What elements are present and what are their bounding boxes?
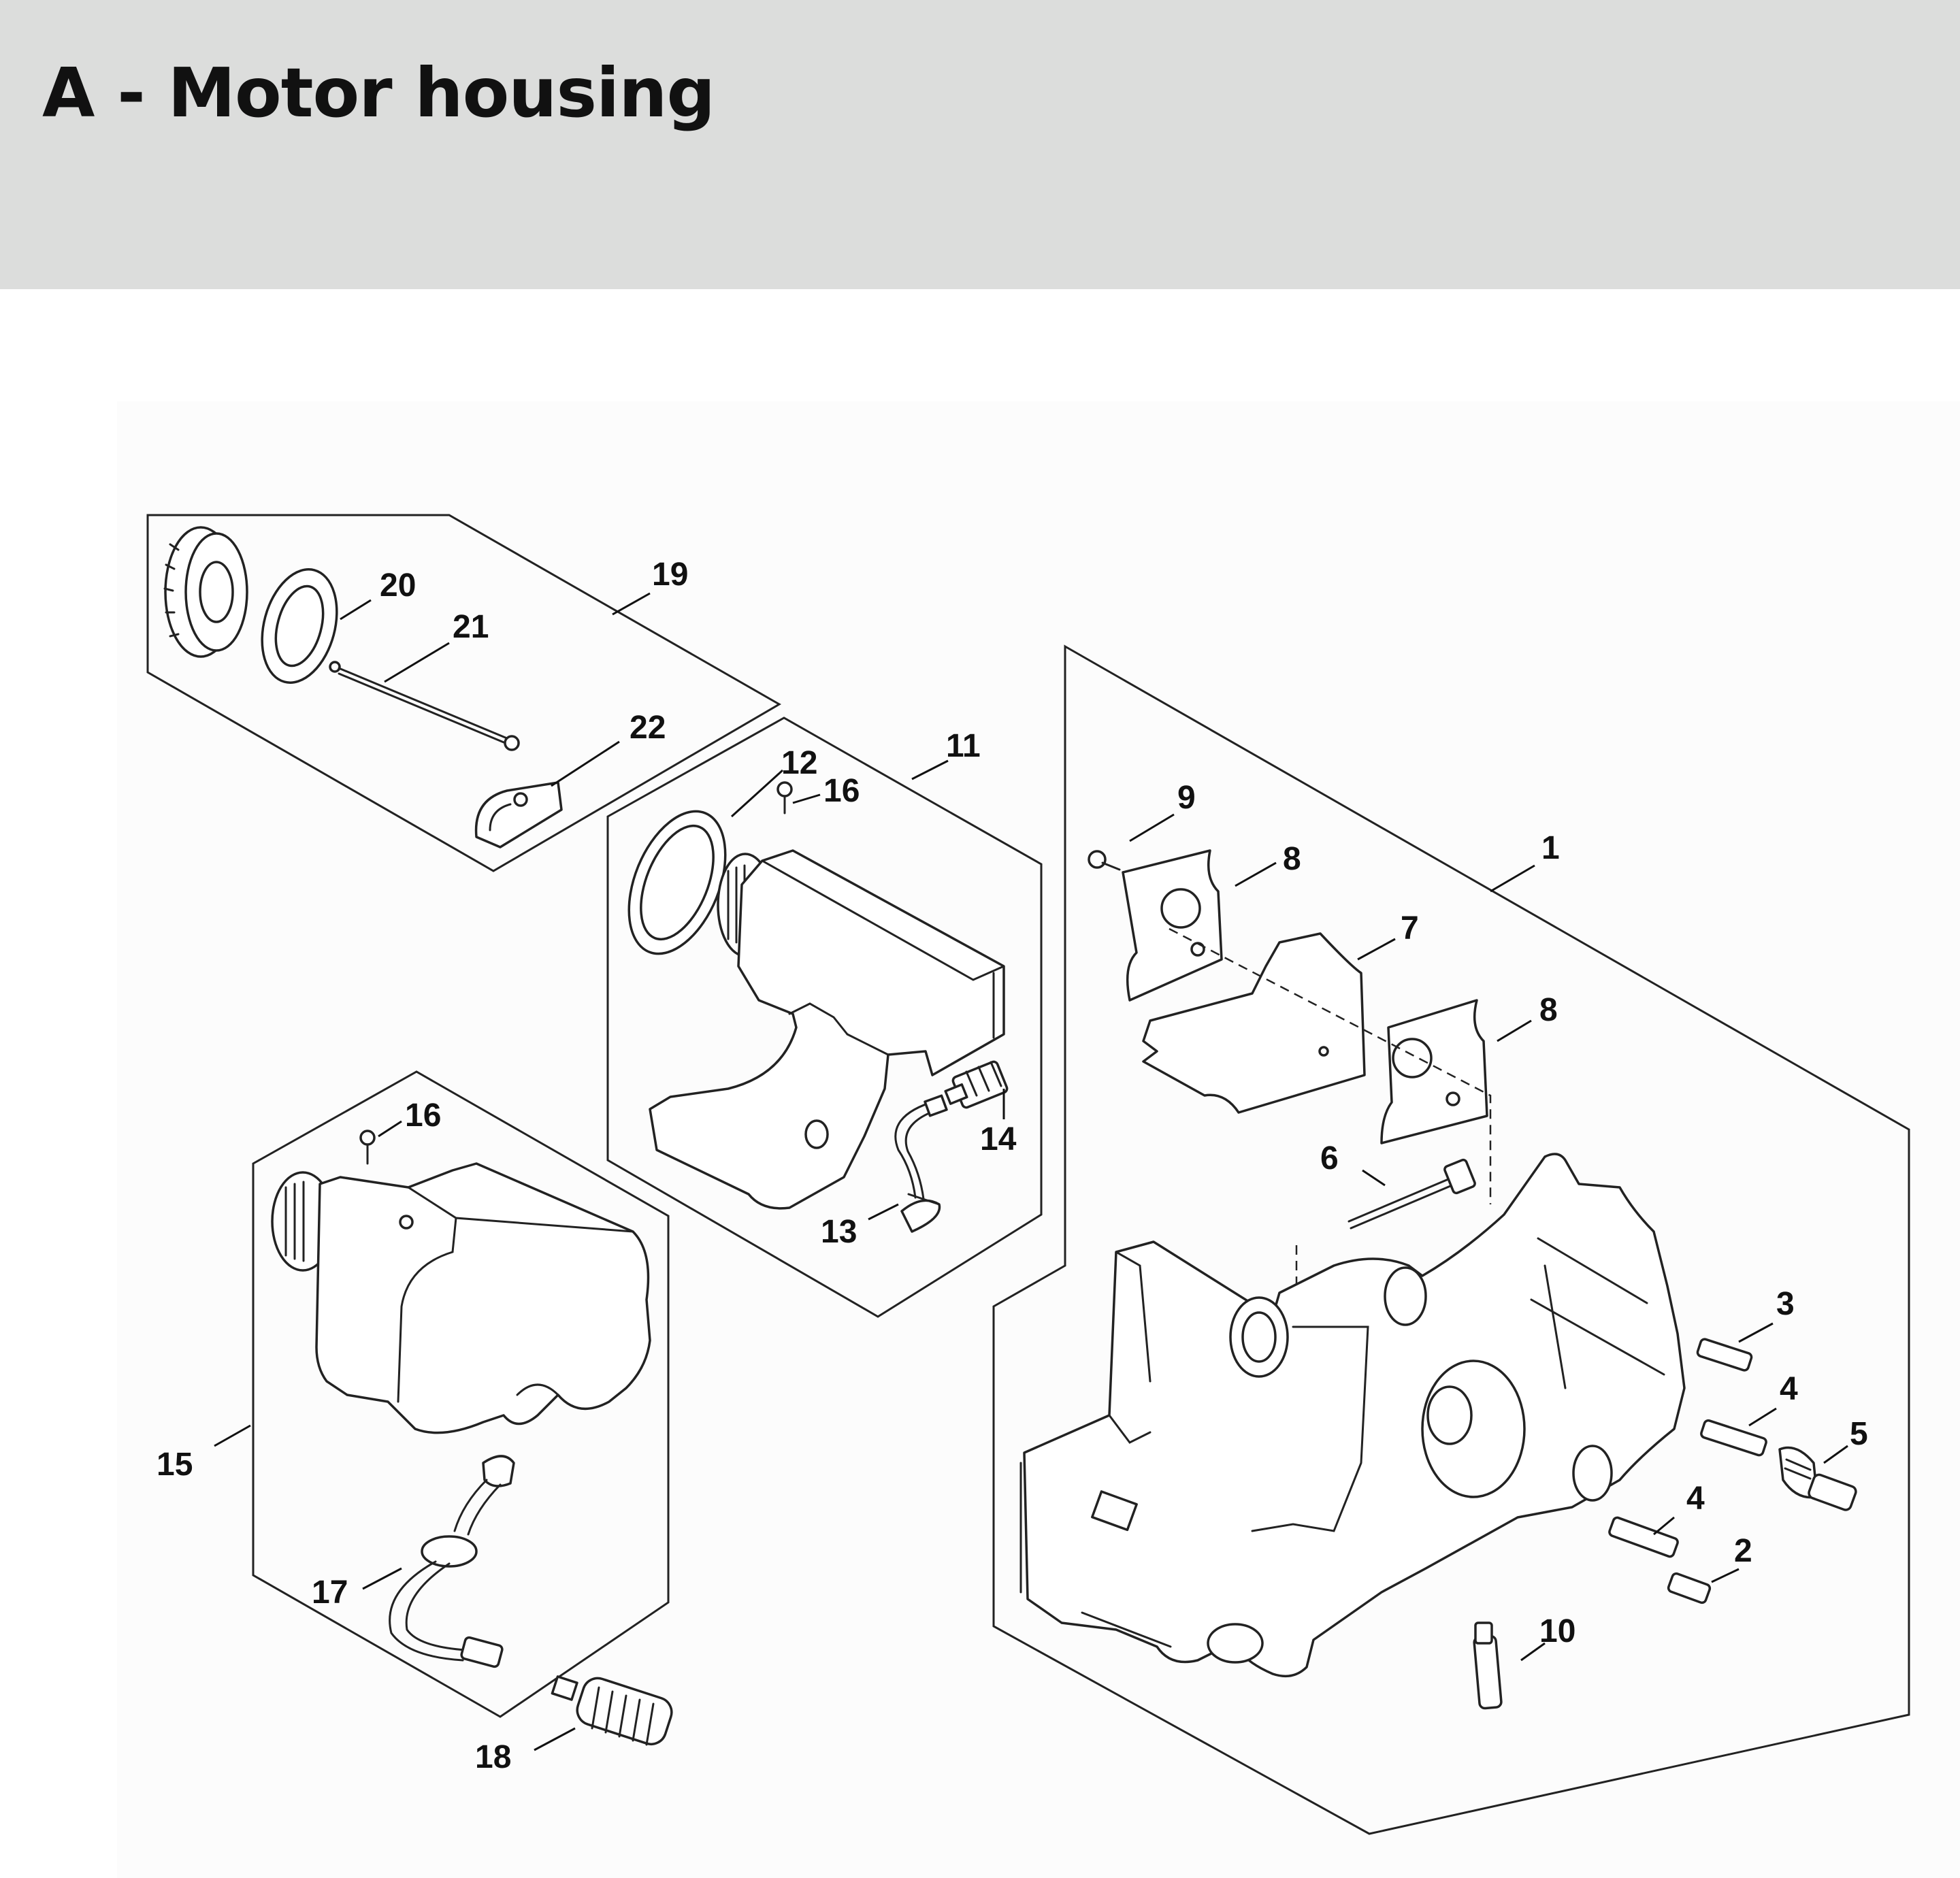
oil-tank-housing bbox=[649, 849, 1005, 1210]
callout-21: 21 bbox=[453, 609, 489, 645]
leader-lines bbox=[214, 592, 1848, 1751]
callout-20: 20 bbox=[380, 567, 416, 604]
callout-10: 10 bbox=[1539, 1613, 1575, 1649]
callout-6: 6 bbox=[1320, 1140, 1339, 1176]
gasket-8-upper bbox=[1122, 849, 1223, 1002]
callout-11: 11 bbox=[946, 728, 981, 764]
callout-8-lower: 8 bbox=[1539, 992, 1558, 1028]
gasket-8-lower bbox=[1380, 999, 1488, 1144]
stud-bolt-6 bbox=[1348, 1158, 1476, 1230]
group-frame-19 bbox=[146, 514, 781, 872]
group-frame-11 bbox=[606, 716, 1043, 1318]
fuel-hose bbox=[389, 1455, 515, 1668]
callout-17: 17 bbox=[312, 1575, 348, 1611]
callout-1: 1 bbox=[1541, 830, 1560, 866]
fuel-filter bbox=[551, 1675, 673, 1746]
callout-16-lower: 16 bbox=[405, 1098, 441, 1134]
oil-hose bbox=[894, 1094, 948, 1200]
callout-16-upper: 16 bbox=[823, 773, 860, 809]
screw-16-lower bbox=[359, 1130, 376, 1165]
callout-9: 9 bbox=[1177, 780, 1196, 816]
assembly-dash-line bbox=[1169, 927, 1492, 1204]
hose-connector bbox=[900, 1193, 941, 1233]
diagram-background bbox=[117, 401, 1960, 1878]
callout-15: 15 bbox=[157, 1447, 193, 1483]
pin-3 bbox=[1696, 1338, 1753, 1372]
valve-5 bbox=[1778, 1446, 1857, 1511]
callout-22: 22 bbox=[630, 710, 666, 746]
screw-16-upper bbox=[777, 781, 793, 814]
group-frame-15 bbox=[252, 1070, 670, 1718]
pin-4-upper bbox=[1700, 1419, 1767, 1457]
heat-shield-7 bbox=[1142, 932, 1366, 1114]
sleeve-2 bbox=[1667, 1572, 1712, 1604]
sleeve-10 bbox=[1473, 1621, 1503, 1710]
callout-12: 12 bbox=[781, 745, 817, 781]
screw-9 bbox=[1088, 850, 1121, 871]
pickup-body bbox=[944, 1060, 1009, 1109]
callout-8-upper: 8 bbox=[1283, 841, 1301, 877]
crankcase-housing bbox=[1019, 1153, 1686, 1678]
callout-5: 5 bbox=[1850, 1416, 1868, 1452]
oil-tank-cap bbox=[163, 526, 248, 658]
page-title: A - Motor housing bbox=[42, 53, 715, 133]
callout-3: 3 bbox=[1776, 1286, 1795, 1322]
fuel-tank-housing bbox=[271, 1162, 651, 1434]
cap-retainer bbox=[474, 781, 563, 849]
cap-seal-ring bbox=[261, 568, 338, 684]
callout-7: 7 bbox=[1401, 910, 1419, 946]
callout-2: 2 bbox=[1734, 1533, 1752, 1569]
callout-19: 19 bbox=[652, 557, 688, 593]
cap-pin bbox=[329, 661, 520, 751]
callout-14: 14 bbox=[980, 1121, 1017, 1157]
header-bar: A - Motor housing bbox=[0, 0, 1960, 289]
pin-4-lower bbox=[1608, 1516, 1679, 1558]
callout-18: 18 bbox=[475, 1739, 511, 1775]
group-frame-1 bbox=[992, 644, 1910, 1835]
callout-4-lower: 4 bbox=[1686, 1481, 1705, 1517]
callout-4-upper: 4 bbox=[1780, 1371, 1798, 1407]
tank-seal-ring bbox=[627, 810, 727, 955]
callout-13: 13 bbox=[821, 1214, 857, 1250]
